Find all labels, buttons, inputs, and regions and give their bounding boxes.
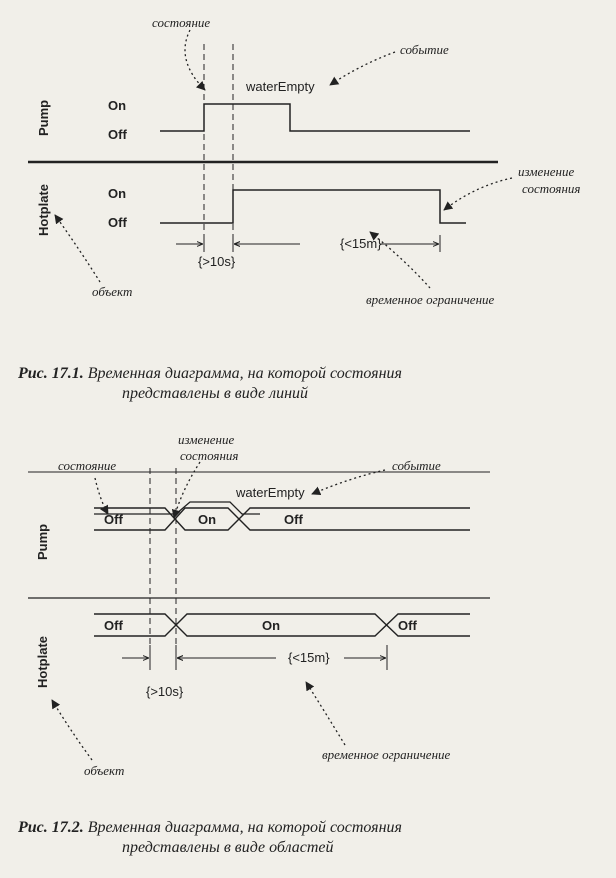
fig2-arrow-state	[94, 477, 109, 515]
fig2-arrow-object	[51, 699, 93, 761]
fig2-hotplate-state-off-2: Off	[398, 618, 417, 633]
figure-2-text: Pump Hotplate Off On Off Off On Off wate…	[35, 432, 451, 778]
fig1-ann-state: состояние	[152, 15, 210, 30]
fig1-constraint-15m: {<15m}	[340, 236, 382, 251]
fig2-hotplate-region-a	[94, 613, 470, 637]
fig2-pump-region-a	[94, 507, 470, 531]
fig2-arrow-change	[171, 461, 201, 519]
fig1-object-hotplate: Hotplate	[36, 184, 51, 236]
fig1-arrow-object	[54, 214, 101, 283]
fig1-arrow-event	[329, 51, 396, 86]
caption-fig-2: Рис. 17.2. Временная диаграмма, на котор…	[18, 818, 578, 858]
fig2-hotplate-state-off-1: Off	[104, 618, 123, 633]
fig1-constraint-10s: {>10s}	[198, 254, 236, 269]
fig2-ann-event: событие	[392, 458, 441, 473]
figure-2	[28, 461, 490, 761]
fig2-arrow-time	[305, 681, 346, 746]
fig1-event-label: waterEmpty	[245, 79, 315, 94]
caption-1-number: Рис. 17.1.	[18, 365, 84, 382]
fig1-ann-change-1: изменение	[518, 164, 574, 179]
caption-2-number: Рис. 17.2.	[18, 819, 84, 836]
fig2-ann-change-2: состояния	[180, 448, 238, 463]
fig1-ann-object: объект	[92, 284, 132, 299]
fig1-ann-change-2: состояния	[522, 181, 580, 196]
fig1-pump-state-on: On	[108, 98, 126, 113]
fig2-hotplate-state-on: On	[262, 618, 280, 633]
fig2-ann-object: объект	[84, 763, 124, 778]
fig1-hotplate-waveform	[160, 189, 466, 224]
fig2-ann-state: состояние	[58, 458, 116, 473]
fig2-pump-state-on: On	[198, 512, 216, 527]
fig1-pump-waveform	[160, 103, 470, 132]
fig2-pump-state-off-2: Off	[284, 512, 303, 527]
fig2-pump-region-b	[94, 507, 470, 531]
fig2-pump-band-top	[94, 501, 260, 515]
fig2-constraint-10s: {>10s}	[146, 684, 184, 699]
fig1-ann-event: событие	[400, 42, 449, 57]
fig2-arrow-event	[311, 469, 386, 496]
fig1-ann-time: временное ограничение	[366, 292, 495, 307]
fig2-ann-time: временное ограничение	[322, 747, 451, 762]
caption-1-line-1: Временная диаграмма, на которой состояни…	[87, 365, 402, 382]
fig2-pump-state-off-1: Off	[104, 512, 123, 527]
fig1-hotplate-state-off: Off	[108, 215, 127, 230]
figure-1	[28, 29, 513, 289]
fig1-arrow-state	[184, 29, 206, 91]
caption-2-line-1: Временная диаграмма, на которой состояни…	[87, 819, 402, 836]
caption-1-line-2: представлены в виде линий	[122, 385, 309, 402]
fig1-object-pump: Pump	[36, 100, 51, 136]
fig2-ann-change-1: изменение	[178, 432, 234, 447]
fig1-hotplate-state-on: On	[108, 186, 126, 201]
fig1-pump-state-off: Off	[108, 127, 127, 142]
fig2-hotplate-region-b	[94, 613, 470, 637]
fig1-arrow-change	[443, 177, 513, 211]
caption-2-line-2: представлены в виде областей	[122, 839, 334, 856]
caption-fig-1: Рис. 17.1. Временная диаграмма, на котор…	[18, 364, 578, 404]
fig2-object-pump: Pump	[35, 524, 50, 560]
fig2-constraint-15m: {<15m}	[288, 650, 330, 665]
fig2-event-label: waterEmpty	[235, 485, 305, 500]
figure-1-text: Pump Hotplate On Off On Off waterEmpty {…	[36, 15, 580, 307]
fig2-object-hotplate: Hotplate	[35, 636, 50, 688]
